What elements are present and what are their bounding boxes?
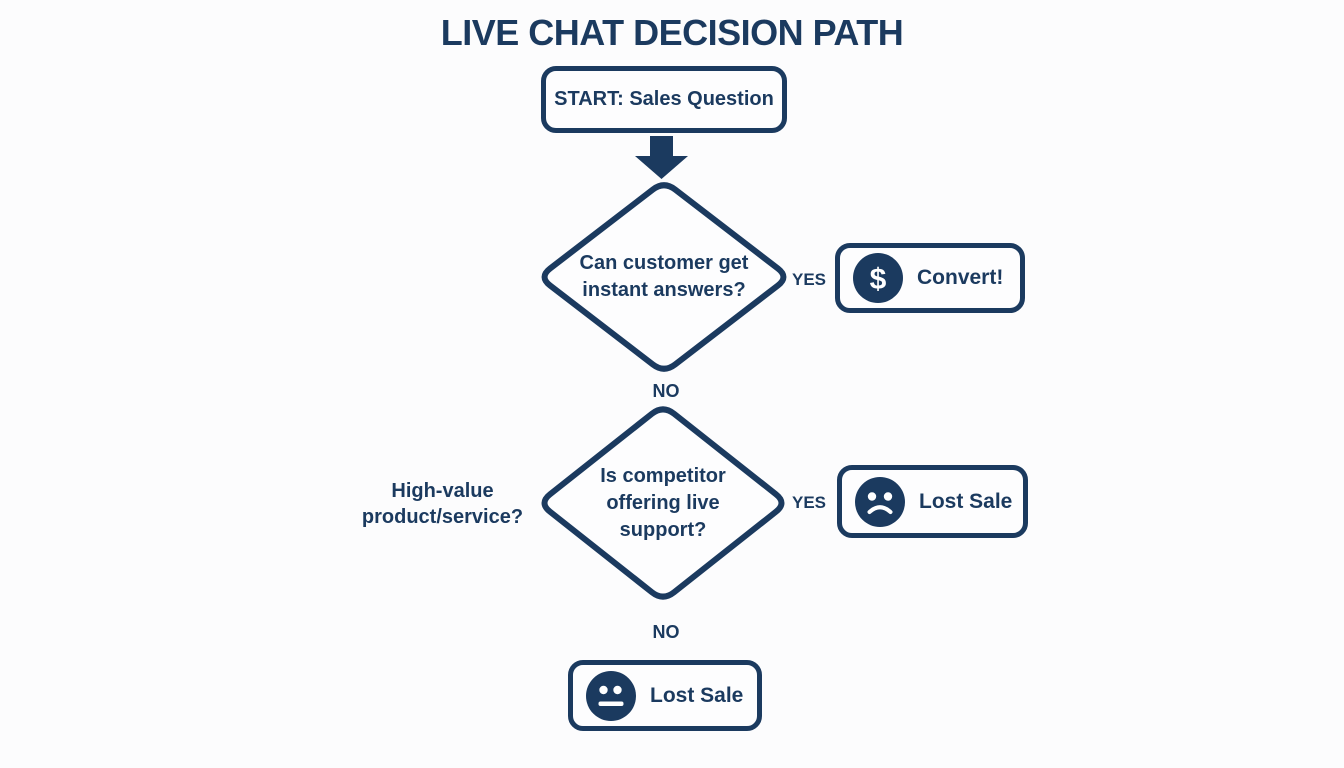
decision-1-no-label: NO bbox=[652, 381, 680, 401]
diagram-title: LIVE CHAT DECISION PATH bbox=[440, 12, 904, 53]
decision-1-line-2: instant answers? bbox=[582, 279, 746, 301]
start-node: START: Sales Question bbox=[541, 66, 787, 133]
decision-2-no-label: NO bbox=[652, 622, 680, 642]
convert-node: $ Convert! bbox=[835, 243, 1025, 313]
decision-2-yes-label: YES bbox=[791, 493, 827, 512]
decision-1-yes-label: YES bbox=[791, 270, 827, 289]
side-note-line-1: High-value bbox=[391, 480, 494, 502]
lost-sale-bottom-node: Lost Sale bbox=[568, 660, 762, 731]
decision-2-line-1: Is competitor bbox=[600, 464, 726, 487]
lost-sale-right-node: Lost Sale bbox=[837, 465, 1028, 538]
dollar-icon-glyph: $ bbox=[870, 263, 887, 296]
decision-2-line-2: offering live bbox=[606, 491, 720, 514]
convert-node-label: Convert! bbox=[917, 266, 1004, 289]
lost-sale-right-label: Lost Sale bbox=[919, 489, 1013, 513]
neutral-face-icon bbox=[586, 670, 636, 721]
dollar-icon: $ bbox=[853, 253, 903, 303]
decision-2-line-3: support? bbox=[619, 518, 707, 541]
down-arrow-icon bbox=[635, 136, 688, 179]
side-note-label: High-value product/service? bbox=[335, 478, 550, 530]
lost-sale-bottom-label: Lost Sale bbox=[650, 683, 744, 707]
decision-diamond-1 bbox=[541, 182, 787, 372]
decision-diamond-2 bbox=[541, 406, 785, 600]
decision-1-label: Can customer get instant answers? bbox=[534, 176, 794, 378]
decision-2-label: Is competitor offering live support? bbox=[534, 400, 792, 606]
decision-1-line-1: Can customer get bbox=[579, 252, 749, 274]
start-node-label: START: Sales Question bbox=[554, 88, 774, 110]
side-note-line-2: product/service? bbox=[361, 506, 524, 528]
sad-face-icon bbox=[855, 476, 905, 527]
